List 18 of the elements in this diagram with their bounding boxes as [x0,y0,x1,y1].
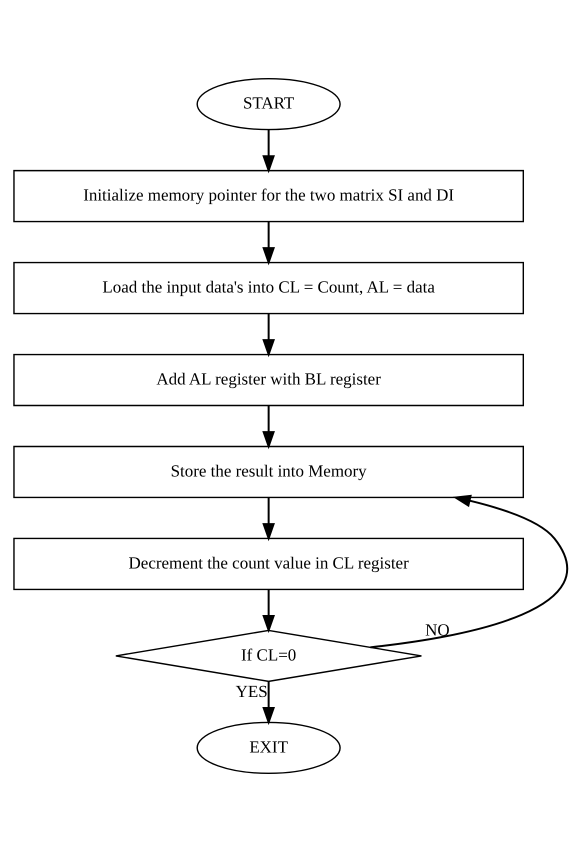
node-box: Store the result into Memory [13,446,524,498]
arrow [262,222,275,266]
node-box: Decrement the count value in CL register [13,538,524,590]
node-ellipse: START [196,78,341,130]
arrow [370,494,568,648]
node-box: Load the input data's into CL = Count, AL = data [13,262,524,314]
arrow [262,682,275,726]
edge-label: YES [236,682,268,702]
arrow [262,314,275,358]
arrow [262,130,275,174]
node-box: Initialize memory pointer for the two matrix SI and DI [13,170,524,222]
arrow [262,498,275,542]
node-diamond: If CL=0 [115,630,422,682]
node-box: Add AL register with BL register [13,354,524,406]
arrow [262,406,275,450]
node-ellipse: EXIT [196,722,341,774]
edge-label: NO [425,620,450,640]
arrow [262,590,275,634]
